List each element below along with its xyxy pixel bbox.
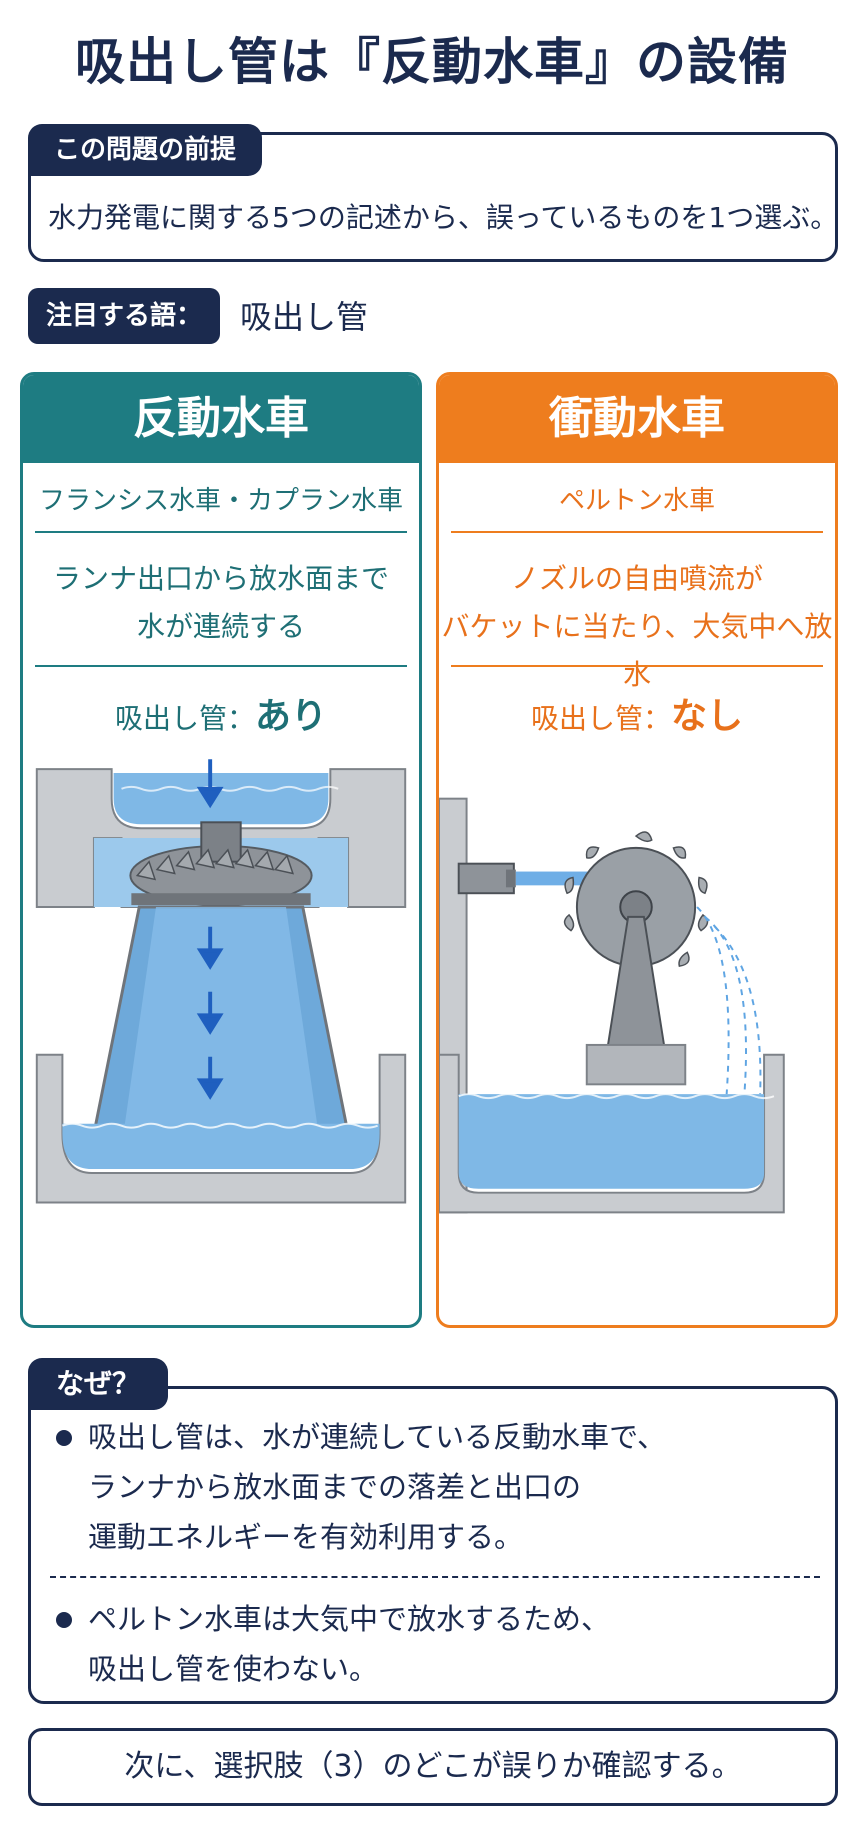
premise-tag: この問題の前提 (28, 124, 263, 176)
reaction-turbine-description: ランナ出口から放水面まで 水が連続する (23, 555, 419, 651)
bullet-line: ペルトン水車は大気中で放水するため、 (88, 1602, 611, 1636)
divider (35, 531, 407, 533)
bullet-icon (56, 1430, 72, 1446)
divider (451, 531, 823, 533)
divider (451, 665, 823, 667)
impulse-turbine-panel: 衝動水車 ペルトン水車 ノズルの自由噴流が バケットに当たり、大気中へ放水 吸出… (436, 372, 838, 1328)
bullet-line: 吸出し管は、水が連続している反動水車で、 (88, 1420, 666, 1454)
description-line: ランナ出口から放水面まで (52, 562, 389, 595)
reaction-turbine-illustration (35, 759, 407, 1204)
page-title: 吸出し管は『反動水車』の設備 (75, 33, 789, 91)
dashed-divider (50, 1576, 820, 1578)
why-box (28, 1386, 838, 1704)
suction-label: 吸出し管： (114, 702, 255, 735)
description-line: 水が連続する (136, 610, 305, 643)
description-line: バケットに当たり、大気中へ放水 (441, 610, 833, 691)
impulse-turbine-illustration (439, 797, 785, 1214)
bullet-icon (56, 1612, 72, 1628)
focus-tag: 注目する語： (28, 288, 221, 344)
reaction-turbine-heading: 反動水車 (23, 375, 419, 463)
reaction-turbine-types: フランシス水車・カプラン水車 (38, 486, 403, 516)
reaction-suction-tube-status: 吸出し管：あり (23, 687, 419, 739)
bullet-line: ランナから放水面までの落差と出口の (88, 1470, 582, 1504)
impulse-turbine-description: ノズルの自由噴流が バケットに当たり、大気中へ放水 (439, 555, 835, 699)
description-line: ノズルの自由噴流が (510, 562, 763, 595)
impulse-turbine-types: ペルトン水車 (558, 486, 715, 516)
divider (35, 665, 407, 667)
why-bullet-1: 吸出し管は、水が連続している反動水車で、 ランナから放水面までの落差と出口の 運… (88, 1412, 666, 1562)
next-step: 次に、選択肢（3）のどこが誤りか確認する。 (28, 1728, 838, 1806)
reaction-turbine-panel: 反動水車 フランシス水車・カプラン水車 ランナ出口から放水面まで 水が連続する … (20, 372, 422, 1328)
premise-text: 水力発電に関する5つの記述から、誤っているものを1つ選ぶ。 (48, 201, 839, 234)
suction-value: あり (255, 696, 328, 737)
suction-label: 吸出し管： (530, 702, 671, 735)
focus-word: 吸出し管 (240, 298, 369, 336)
why-tag: なぜ？ (28, 1358, 169, 1410)
impulse-suction-tube-status: 吸出し管：なし (439, 687, 835, 739)
bullet-line: 運動エネルギーを有効利用する。 (88, 1520, 524, 1554)
why-bullet-2: ペルトン水車は大気中で放水するため、 吸出し管を使わない。 (88, 1594, 610, 1694)
suction-value: なし (671, 696, 744, 737)
impulse-turbine-heading: 衝動水車 (439, 375, 835, 463)
bullet-line: 吸出し管を使わない。 (88, 1652, 379, 1686)
